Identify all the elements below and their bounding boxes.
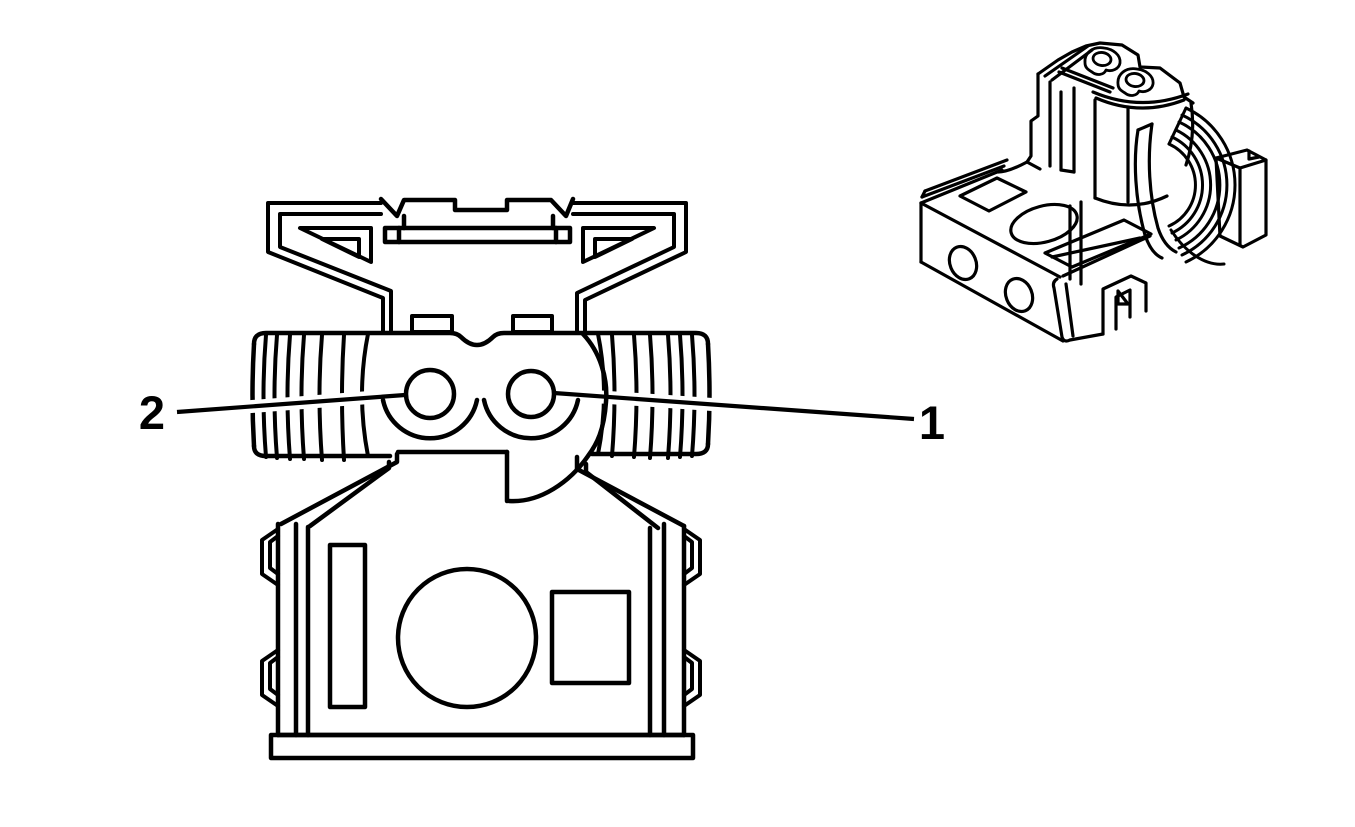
cavity-swirl [506, 331, 609, 504]
leader-halos [179, 387, 913, 425]
keyhole-terminal-b [1116, 67, 1155, 97]
callout-label-1: 1 [918, 396, 946, 449]
top-circle-marking [1009, 202, 1079, 246]
terminal-cavities [380, 331, 609, 504]
terminal-2-cavity [403, 367, 457, 421]
iso-seal-ribs [1167, 106, 1237, 266]
front-hole-b [1003, 276, 1035, 314]
left-slot [327, 542, 368, 710]
iso-box-body [919, 158, 1153, 343]
left-wing [266, 201, 393, 334]
iso-flange [1051, 200, 1148, 343]
housing-body [268, 521, 696, 761]
leader-lines [176, 390, 915, 422]
base-plate [268, 732, 696, 761]
front-hole-a [947, 244, 979, 282]
callout-label-2: 2 [138, 386, 166, 439]
iso-cylinder [1091, 90, 1195, 207]
side-tabs [260, 527, 702, 708]
latch-tab [378, 196, 576, 245]
right-wing [571, 201, 688, 334]
top-marking [958, 176, 1028, 213]
top-slot [1043, 218, 1153, 269]
right-window [549, 589, 632, 686]
neck-shoulders [278, 449, 687, 531]
iso-keyholes [1083, 46, 1155, 97]
keyhole-terminal-a [1083, 46, 1122, 76]
connector-front-view [176, 196, 915, 761]
seal-ribs-left [261, 332, 370, 462]
leader-line-2 [176, 392, 406, 415]
connector-perspective-view [919, 41, 1268, 343]
iso-end-block [1214, 148, 1268, 249]
face-features [327, 542, 632, 710]
terminal-1-cavity [505, 368, 557, 420]
leader-line-1 [553, 390, 915, 422]
cavity-keys [410, 314, 554, 334]
center-bore [395, 566, 539, 710]
